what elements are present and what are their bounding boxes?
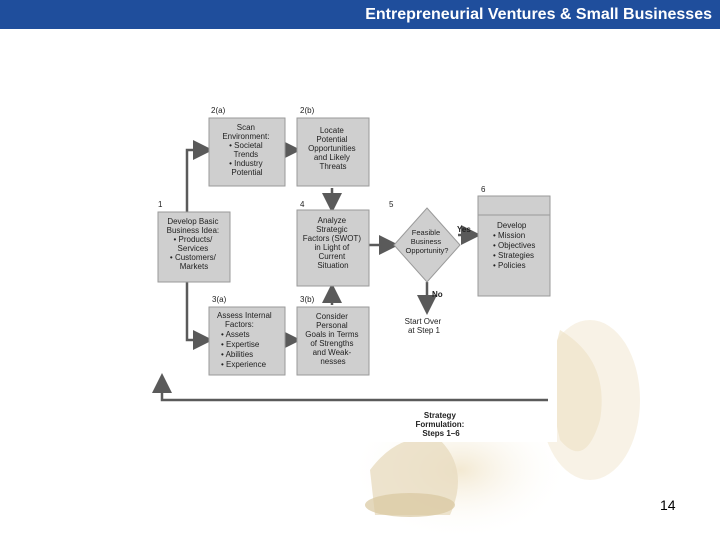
box-scan-line: Scan	[237, 123, 255, 132]
box-develop-mission-line: • Mission	[493, 231, 525, 240]
box-scan-line: Potential	[231, 168, 262, 177]
loop-label: Strategy Formulation: Steps 1–6	[415, 411, 466, 438]
box-consider-shape	[296, 306, 370, 376]
box-consider-line: of Strengths	[310, 339, 353, 348]
svg-text:Locate Potential O: Locate Potential Opportunities and Likel…	[308, 126, 358, 171]
start-over-line: at Step 1	[408, 326, 441, 335]
box-analyze-line: Current	[319, 252, 346, 261]
box-develop-idea-line: • Customers/	[170, 253, 217, 262]
svg-text:Develop Basic Business I: Develop Basic Business Idea: • Products/…	[167, 217, 222, 271]
box-assess-line: • Abilities	[221, 350, 253, 359]
box-scan-shape	[208, 117, 286, 187]
decision-diamond	[393, 207, 461, 283]
box-assess: 3(a) Assess Internal Factors: • Assets •…	[208, 295, 286, 376]
box-consider-line: nesses	[320, 357, 345, 366]
box-assess-line: • Experience	[221, 360, 267, 369]
box-develop-idea-line: Develop Basic	[167, 217, 218, 226]
box-develop-mission-step: 6	[481, 185, 486, 194]
box-locate-line: Potential	[316, 135, 347, 144]
box-consider: 3(b) Consider Personal Goals in Terms of…	[296, 295, 370, 376]
box-scan: 2(a) Scan Environment: • Societal Trends…	[208, 106, 286, 187]
box-develop-idea-line: • Products/	[173, 235, 213, 244]
svg-text:Develop • Mission: Develop • Mission • Objectives • Strateg…	[493, 221, 538, 270]
svg-text:Assess Internal Factors:: Assess Internal Factors: • Assets • Expe…	[217, 311, 274, 369]
decision-line: Feasible	[412, 228, 440, 237]
box-analyze-line: in Light of	[315, 243, 350, 252]
box-scan-step: 2(a)	[211, 106, 226, 115]
box-analyze-line: Factors (SWOT)	[303, 234, 362, 243]
box-consider-line: Personal	[316, 321, 348, 330]
box-assess-line: • Expertise	[221, 340, 260, 349]
box-scan-line: • Societal	[229, 141, 263, 150]
svg-text:Feasible Business: Feasible Business Opportunity?	[406, 228, 449, 255]
box-locate: 2(b) Locate Potential Opportunities and …	[296, 106, 370, 187]
svg-text:Start Over at Step 1: Start Over at Step 1	[405, 317, 444, 335]
box-develop-mission-shape	[477, 195, 551, 297]
loop-label-line: Steps 1–6	[422, 429, 460, 438]
box-analyze-shape	[296, 209, 370, 287]
box-locate-line: and Likely	[314, 153, 350, 162]
box-consider-line: Consider	[316, 312, 348, 321]
svg-text:Analyze Strategic: Analyze Strategic Factors (SWOT) in Ligh…	[303, 216, 363, 270]
yes-label: Yes	[457, 225, 471, 234]
box-scan-line: • Industry	[229, 159, 262, 168]
box-consider-step: 3(b)	[300, 295, 315, 304]
box-develop-idea-line: Services	[178, 244, 209, 253]
no-label: No	[432, 290, 443, 299]
box-assess-step: 3(a)	[212, 295, 227, 304]
page-number: 14	[660, 497, 676, 513]
box-analyze: 4 Analyze Strategic Factors (SWOT) in Li…	[296, 200, 370, 287]
connector-lines	[152, 140, 548, 402]
box-assess-line: • Assets	[221, 330, 250, 339]
box-consider-line: and Weak-	[313, 348, 352, 357]
box-analyze-line: Analyze	[318, 216, 347, 225]
box-develop-idea-step: 1	[158, 200, 163, 209]
box-develop-idea: 1 Develop Basic Business Idea: • Product…	[157, 200, 231, 283]
box-analyze-line: Situation	[317, 261, 348, 270]
loop-label-line: Formulation:	[415, 420, 464, 429]
svg-text:Consider Personal: Consider Personal Goals in Terms of Stre…	[305, 312, 360, 366]
box-assess-shape	[208, 306, 286, 376]
decision-feasible: 5 Feasible Business Opportunity? Yes No …	[389, 200, 471, 335]
box-locate-step: 2(b)	[300, 106, 315, 115]
box-develop-mission-line: • Policies	[493, 261, 526, 270]
svg-text:Scan Environment:: Scan Environment: • Societal Trends • In…	[222, 123, 271, 177]
box-assess-line: Factors:	[225, 320, 254, 329]
decision-line: Business	[411, 237, 442, 246]
box-develop-idea-shape	[157, 211, 231, 283]
box-develop-idea-line: Business Idea:	[167, 226, 219, 235]
header-bar: Entrepreneurial Ventures & Small Busines…	[0, 0, 720, 29]
box-consider-line: Goals in Terms	[305, 330, 358, 339]
decision-line: Opportunity?	[406, 246, 449, 255]
loop-label-line: Strategy	[424, 411, 457, 420]
box-assess-line: Assess Internal	[217, 311, 272, 320]
box-locate-shape	[296, 117, 370, 187]
box-scan-line: Trends	[234, 150, 259, 159]
decision-step: 5	[389, 200, 394, 209]
box-locate-line: Threats	[319, 162, 346, 171]
box-develop-mission-line: • Strategies	[493, 251, 534, 260]
start-over-line: Start Over	[405, 317, 442, 326]
box-scan-line: Environment:	[222, 132, 269, 141]
box-develop-mission-line: Develop	[497, 221, 527, 230]
box-analyze-line: Strategic	[316, 225, 348, 234]
box-locate-line: Opportunities	[308, 144, 356, 153]
box-develop-mission-line: • Objectives	[493, 241, 535, 250]
box-analyze-step: 4	[300, 200, 305, 209]
box-develop-mission: 6 Develop • Mission • Objectives • Strat…	[477, 185, 551, 297]
box-develop-idea-line: Markets	[180, 262, 208, 271]
slide-title: Entrepreneurial Ventures & Small Busines…	[365, 6, 712, 23]
box-locate-line: Locate	[320, 126, 345, 135]
